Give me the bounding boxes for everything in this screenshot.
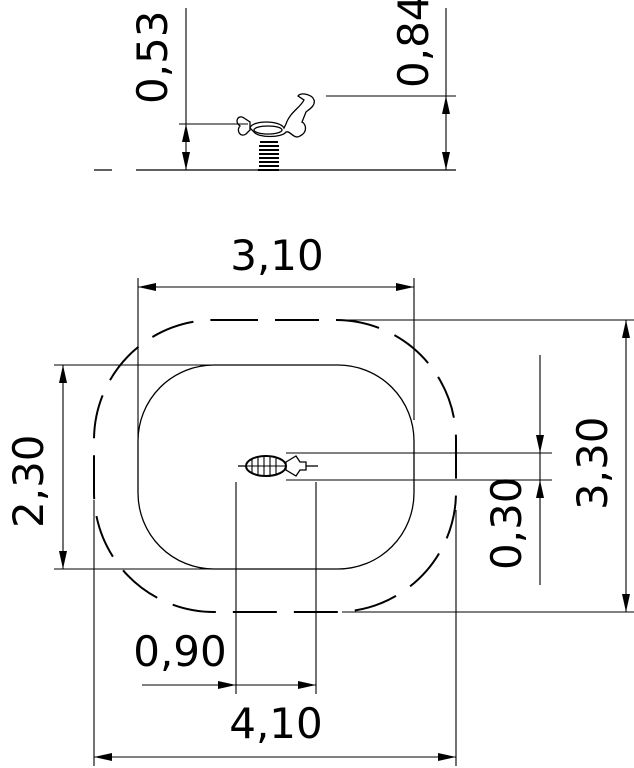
top-view: 3,10 2,30 3,30 0,30 0,90 xyxy=(4,231,634,766)
dim-arrow xyxy=(536,480,544,498)
dim-label-inner-depth: 2,30 xyxy=(4,434,53,528)
dim-arrow xyxy=(536,435,544,453)
inner-boundary xyxy=(137,364,415,570)
dim-arrow xyxy=(438,753,456,761)
dim-arrow xyxy=(138,283,156,291)
fall-zone-boundary xyxy=(93,319,457,613)
dim-arrow xyxy=(182,152,190,170)
dim-label-outer-width: 4,10 xyxy=(229,699,323,748)
dim-arrow xyxy=(442,96,450,114)
spring-rider-side-icon xyxy=(236,93,315,171)
dim-label-seat-height: 0,53 xyxy=(128,10,177,104)
dim-arrow xyxy=(396,283,414,291)
dim-arrow xyxy=(218,681,236,689)
dim-arrow xyxy=(622,320,630,338)
spring-rider-top-icon xyxy=(238,455,318,477)
dim-label-total-height: 0,84 xyxy=(389,0,438,88)
side-view: 0,53 0,84 xyxy=(94,0,456,171)
dim-arrow xyxy=(59,551,67,569)
dim-arrow xyxy=(298,681,316,689)
dim-label-equipment-width: 0,30 xyxy=(482,476,531,570)
dim-arrow xyxy=(442,152,450,170)
dim-label-outer-depth: 3,30 xyxy=(568,416,617,510)
dim-label-equipment-length: 0,90 xyxy=(133,627,227,676)
dim-arrow xyxy=(182,124,190,142)
dim-arrow xyxy=(622,594,630,612)
dim-arrow xyxy=(94,753,112,761)
dim-label-inner-width: 3,10 xyxy=(230,231,324,280)
dim-arrow xyxy=(59,365,67,383)
